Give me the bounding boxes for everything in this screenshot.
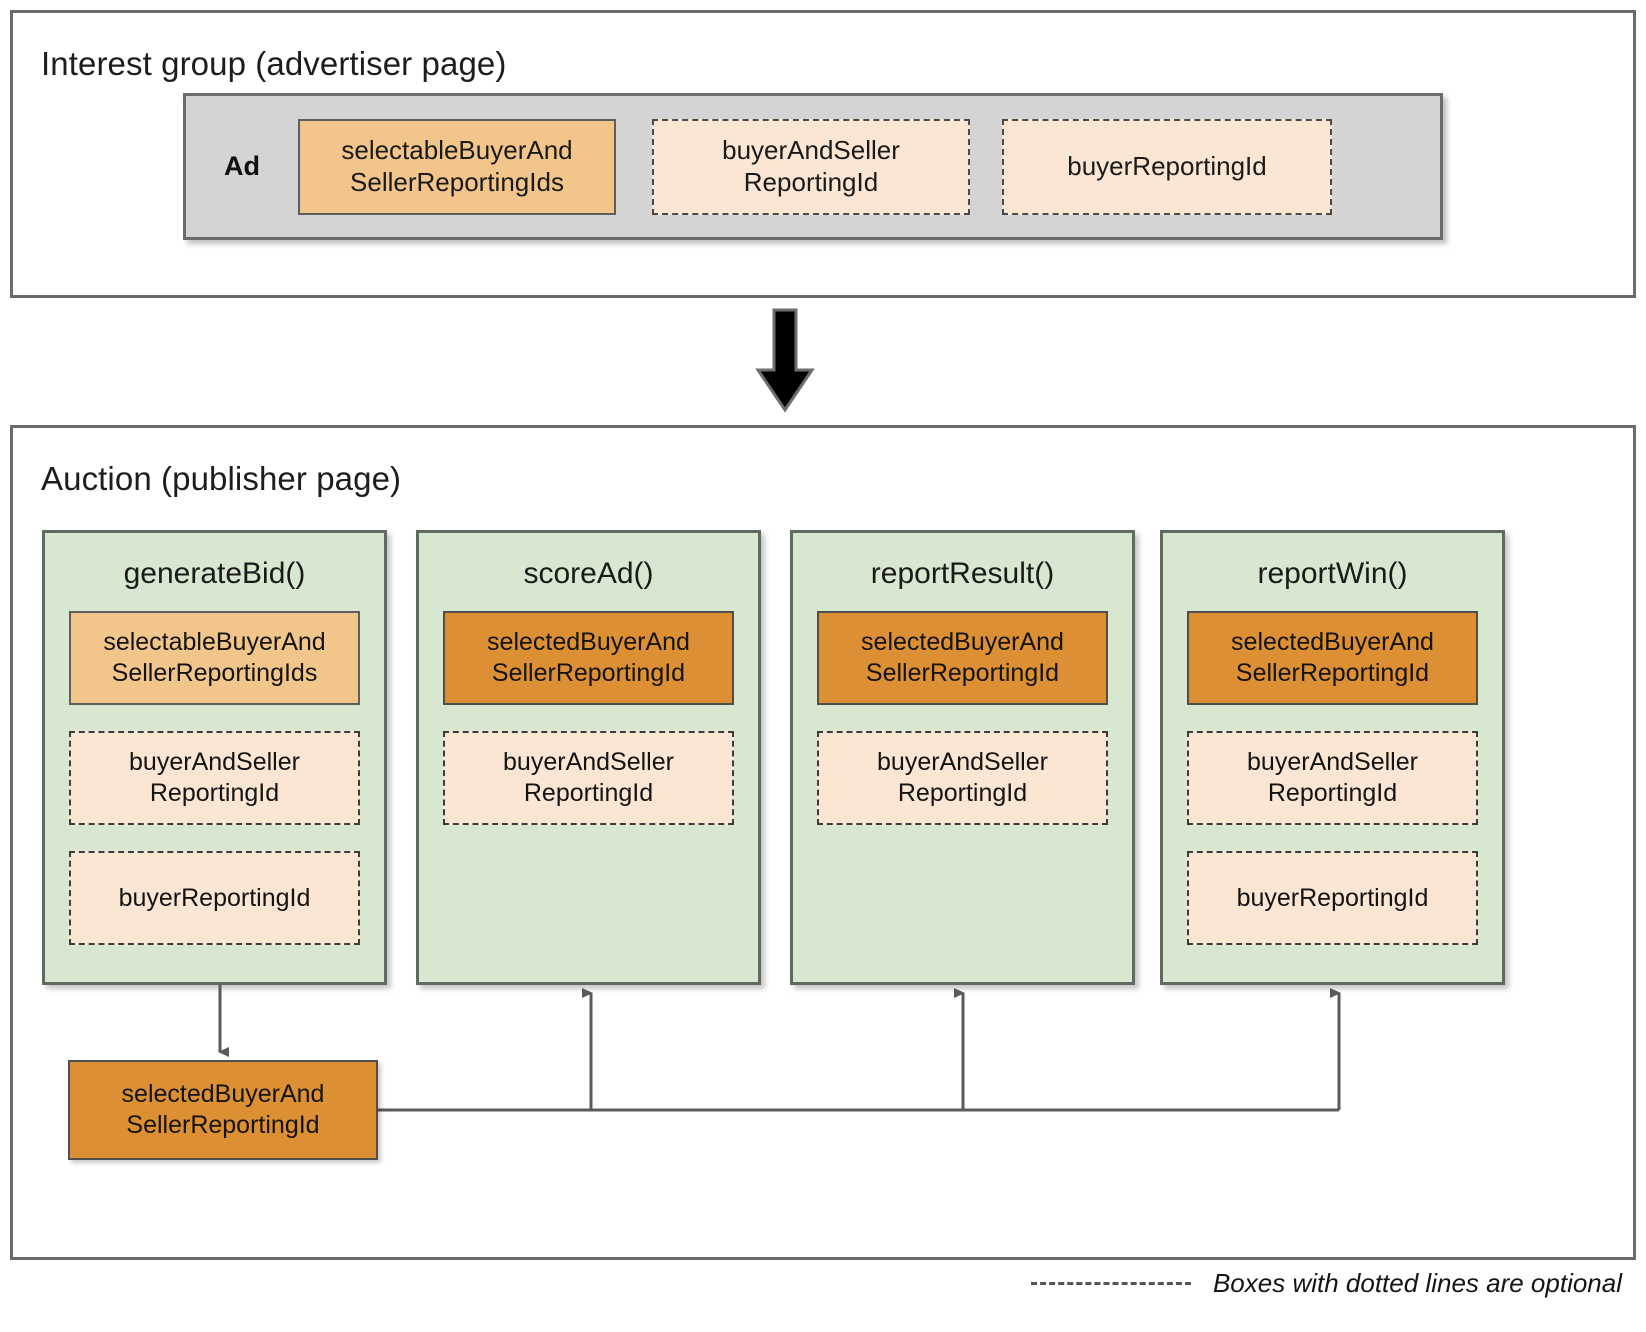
flow-down-arrow bbox=[755, 308, 815, 413]
ad-label: Ad bbox=[224, 151, 260, 181]
interest-group-title: Interest group (advertiser page) bbox=[41, 45, 507, 82]
chip-buyer-reporting-id: buyerReportingId bbox=[69, 851, 360, 945]
function-name-scoread: scoreAd() bbox=[523, 557, 654, 590]
legend: Boxes with dotted lines are optional bbox=[1030, 1268, 1622, 1299]
ad-chip-buyer-reporting-id: buyerReportingId bbox=[1002, 118, 1332, 215]
auction-title: Auction (publisher page) bbox=[41, 460, 402, 497]
function-name-reportresult: reportResult() bbox=[870, 557, 1055, 590]
function-name-generatebid: generateBid() bbox=[123, 557, 306, 590]
function-name-reportwin: reportWin() bbox=[1257, 557, 1408, 590]
legend-label: Boxes with dotted lines are optional bbox=[1212, 1268, 1622, 1298]
legend-dashed-swatch-icon bbox=[1030, 1282, 1191, 1285]
chip-buyer-reporting-id: buyerReportingId bbox=[1187, 851, 1478, 945]
